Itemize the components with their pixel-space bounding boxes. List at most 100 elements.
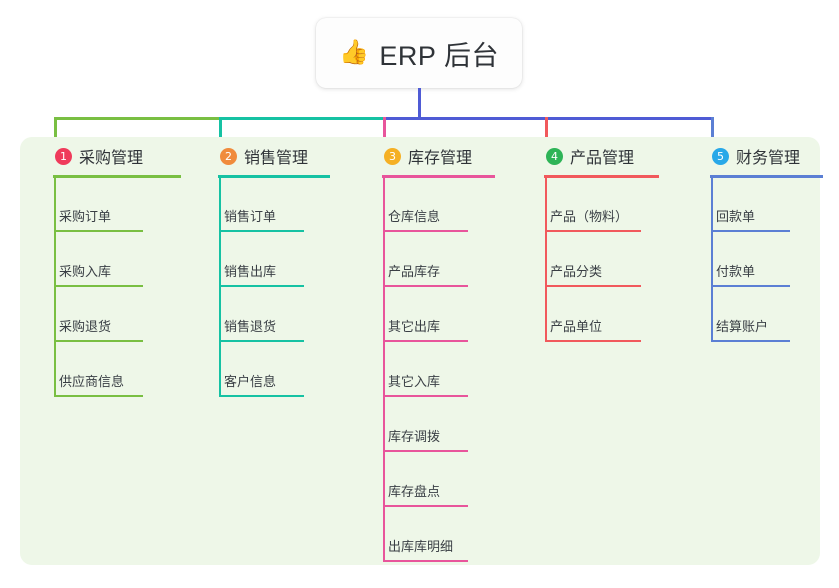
branch-item-label: 采购退货 <box>59 319 112 334</box>
branch-title: 销售管理 <box>244 150 309 167</box>
branch-spine <box>711 178 713 342</box>
branch-item-label: 库存盘点 <box>388 484 441 499</box>
branch-item[interactable]: 产品库存 <box>384 261 468 287</box>
branch-item-label: 销售订单 <box>224 209 277 224</box>
branch-spine <box>545 178 547 342</box>
drop-line-4 <box>545 117 548 147</box>
branch-item[interactable]: 产品分类 <box>546 261 641 287</box>
branch-item-label: 采购订单 <box>59 209 112 224</box>
branch-item[interactable]: 其它入库 <box>384 371 468 397</box>
root-node-card[interactable]: 👍 ERP 后台 <box>316 18 522 88</box>
branch-header-4[interactable]: 4 产品管理 <box>528 144 678 168</box>
branch-item[interactable]: 采购退货 <box>55 316 143 342</box>
branch-item-rule <box>384 285 468 287</box>
branch-item[interactable]: 出库库明细 <box>384 536 468 562</box>
branch-item-rule <box>220 395 304 397</box>
bar-segment-1 <box>54 117 221 120</box>
branch-header-rule <box>53 175 181 178</box>
bar-segment-3 <box>383 117 714 120</box>
branch-item[interactable]: 结算账户 <box>712 316 790 342</box>
root-title-text: ERP 后台 <box>379 40 499 71</box>
branch-item-label: 产品单位 <box>550 319 603 334</box>
bar-segment-2 <box>219 117 385 120</box>
branch-item[interactable]: 客户信息 <box>220 371 304 397</box>
branch-item-label: 产品库存 <box>388 264 441 279</box>
branch-title: 采购管理 <box>79 150 144 167</box>
branch-item-rule <box>712 230 790 232</box>
branch-item-label: 销售退货 <box>224 319 277 334</box>
branch-item-rule <box>220 340 304 342</box>
branch-number-badge: 1 <box>55 147 72 165</box>
branch-column-1: 1 采购管理采购订单采购入库采购退货供应商信息 <box>37 144 187 397</box>
branch-spine <box>54 178 56 397</box>
branch-item-rule <box>384 560 468 562</box>
branch-item-label: 库存调拨 <box>388 429 441 444</box>
branch-header-5[interactable]: 5 财务管理 <box>694 144 839 168</box>
drop-line-3 <box>383 117 386 147</box>
branch-title: 库存管理 <box>408 150 473 167</box>
branch-item-rule <box>55 230 143 232</box>
branch-item[interactable]: 其它出库 <box>384 316 468 342</box>
branch-item-rule <box>55 285 143 287</box>
drop-line-1 <box>54 117 57 147</box>
branch-column-2: 2 销售管理销售订单销售出库销售退货客户信息 <box>202 144 352 397</box>
branch-item-label: 采购入库 <box>59 264 112 279</box>
branch-item-label: 出库库明细 <box>388 539 454 554</box>
branch-column-5: 5 财务管理回款单付款单结算账户 <box>694 144 839 342</box>
branch-item-rule <box>220 230 304 232</box>
branch-item-label: 产品分类 <box>550 264 603 279</box>
branch-item[interactable]: 产品单位 <box>546 316 641 342</box>
branch-item-label: 回款单 <box>716 209 756 224</box>
branch-title: 产品管理 <box>570 150 635 167</box>
branch-header-2[interactable]: 2 销售管理 <box>202 144 352 168</box>
branch-column-3: 3 库存管理仓库信息产品库存其它出库其它入库库存调拨库存盘点出库库明细 <box>366 144 516 562</box>
branch-number-badge: 2 <box>220 147 237 165</box>
branch-header-1[interactable]: 1 采购管理 <box>37 144 187 168</box>
branch-item-rule <box>384 505 468 507</box>
branch-item-rule <box>55 340 143 342</box>
branch-item-rule <box>546 285 641 287</box>
drop-line-2 <box>219 117 222 147</box>
branch-item[interactable]: 产品（物料） <box>546 206 641 232</box>
branch-number-badge: 5 <box>712 147 729 165</box>
drop-line-5 <box>711 117 714 147</box>
branch-item[interactable]: 供应商信息 <box>55 371 143 397</box>
branch-item[interactable]: 销售订单 <box>220 206 304 232</box>
branch-item-rule <box>384 230 468 232</box>
branch-item-rule <box>384 340 468 342</box>
branch-item-label: 付款单 <box>716 264 756 279</box>
branch-header-rule <box>544 175 659 178</box>
branch-item-label: 客户信息 <box>224 374 277 389</box>
branch-item[interactable]: 回款单 <box>712 206 790 232</box>
branch-header-3[interactable]: 3 库存管理 <box>366 144 516 168</box>
branch-item[interactable]: 库存盘点 <box>384 481 468 507</box>
branch-item[interactable]: 销售退货 <box>220 316 304 342</box>
branch-item[interactable]: 仓库信息 <box>384 206 468 232</box>
trunk-line <box>418 88 421 120</box>
branch-item-rule <box>384 395 468 397</box>
branch-item[interactable]: 付款单 <box>712 261 790 287</box>
root-title: 👍 ERP 后台 <box>339 34 499 73</box>
branch-item[interactable]: 销售出库 <box>220 261 304 287</box>
branch-item[interactable]: 库存调拨 <box>384 426 468 452</box>
thumbs-up-icon: 👍 <box>339 39 370 66</box>
branch-spine <box>219 178 221 397</box>
branches-panel <box>20 137 820 565</box>
branch-number-badge: 3 <box>384 147 401 165</box>
branch-header-rule <box>382 175 495 178</box>
branch-item-rule <box>384 450 468 452</box>
branch-item-rule <box>712 285 790 287</box>
branch-item-rule <box>546 230 641 232</box>
branch-item-label: 其它出库 <box>388 319 441 334</box>
branch-header-rule <box>218 175 330 178</box>
branch-item[interactable]: 采购订单 <box>55 206 143 232</box>
branch-title: 财务管理 <box>736 150 801 167</box>
branch-number-badge: 4 <box>546 147 563 165</box>
branch-item-label: 供应商信息 <box>59 374 125 389</box>
branch-item-rule <box>220 285 304 287</box>
branch-item-label: 产品（物料） <box>550 209 629 224</box>
branch-header-rule <box>710 175 823 178</box>
branch-item[interactable]: 采购入库 <box>55 261 143 287</box>
branch-item-label: 结算账户 <box>716 319 769 334</box>
